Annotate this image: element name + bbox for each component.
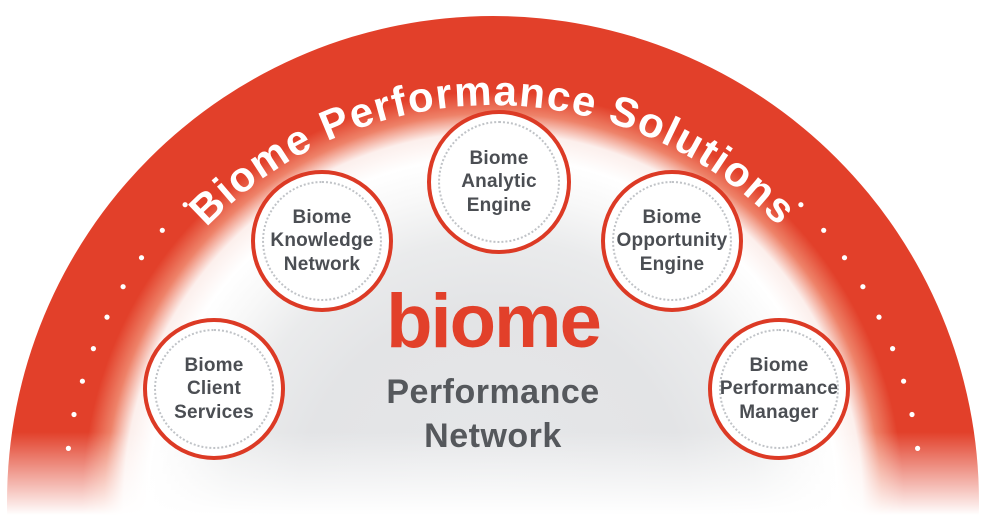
node-label: Biome Client Services (174, 355, 254, 423)
node-label: Biome Opportunity Engine (616, 207, 728, 275)
biome-logo: biome (386, 279, 602, 364)
bottom-fade-overlay (0, 432, 986, 515)
node-label: Biome Analytic Engine (461, 148, 537, 216)
node-label: Biome Knowledge Network (270, 207, 374, 275)
node-biome-client-services: Biome Client Services (143, 318, 285, 460)
node-biome-performance-manager: Biome Performance Manager (708, 318, 850, 460)
center-brand-block: biome Performance Network (333, 284, 653, 458)
node-biome-analytic-engine: Biome Analytic Engine (427, 110, 571, 254)
brand-subtitle-line1: Performance (386, 373, 600, 411)
brand-subtitle-line2: Network (424, 417, 562, 456)
node-biome-opportunity-engine: Biome Opportunity Engine (601, 170, 743, 312)
brand-subtitle: Performance Network (333, 370, 653, 458)
node-biome-knowledge-network: Biome Knowledge Network (251, 170, 393, 312)
node-label: Biome Performance Manager (719, 355, 839, 423)
